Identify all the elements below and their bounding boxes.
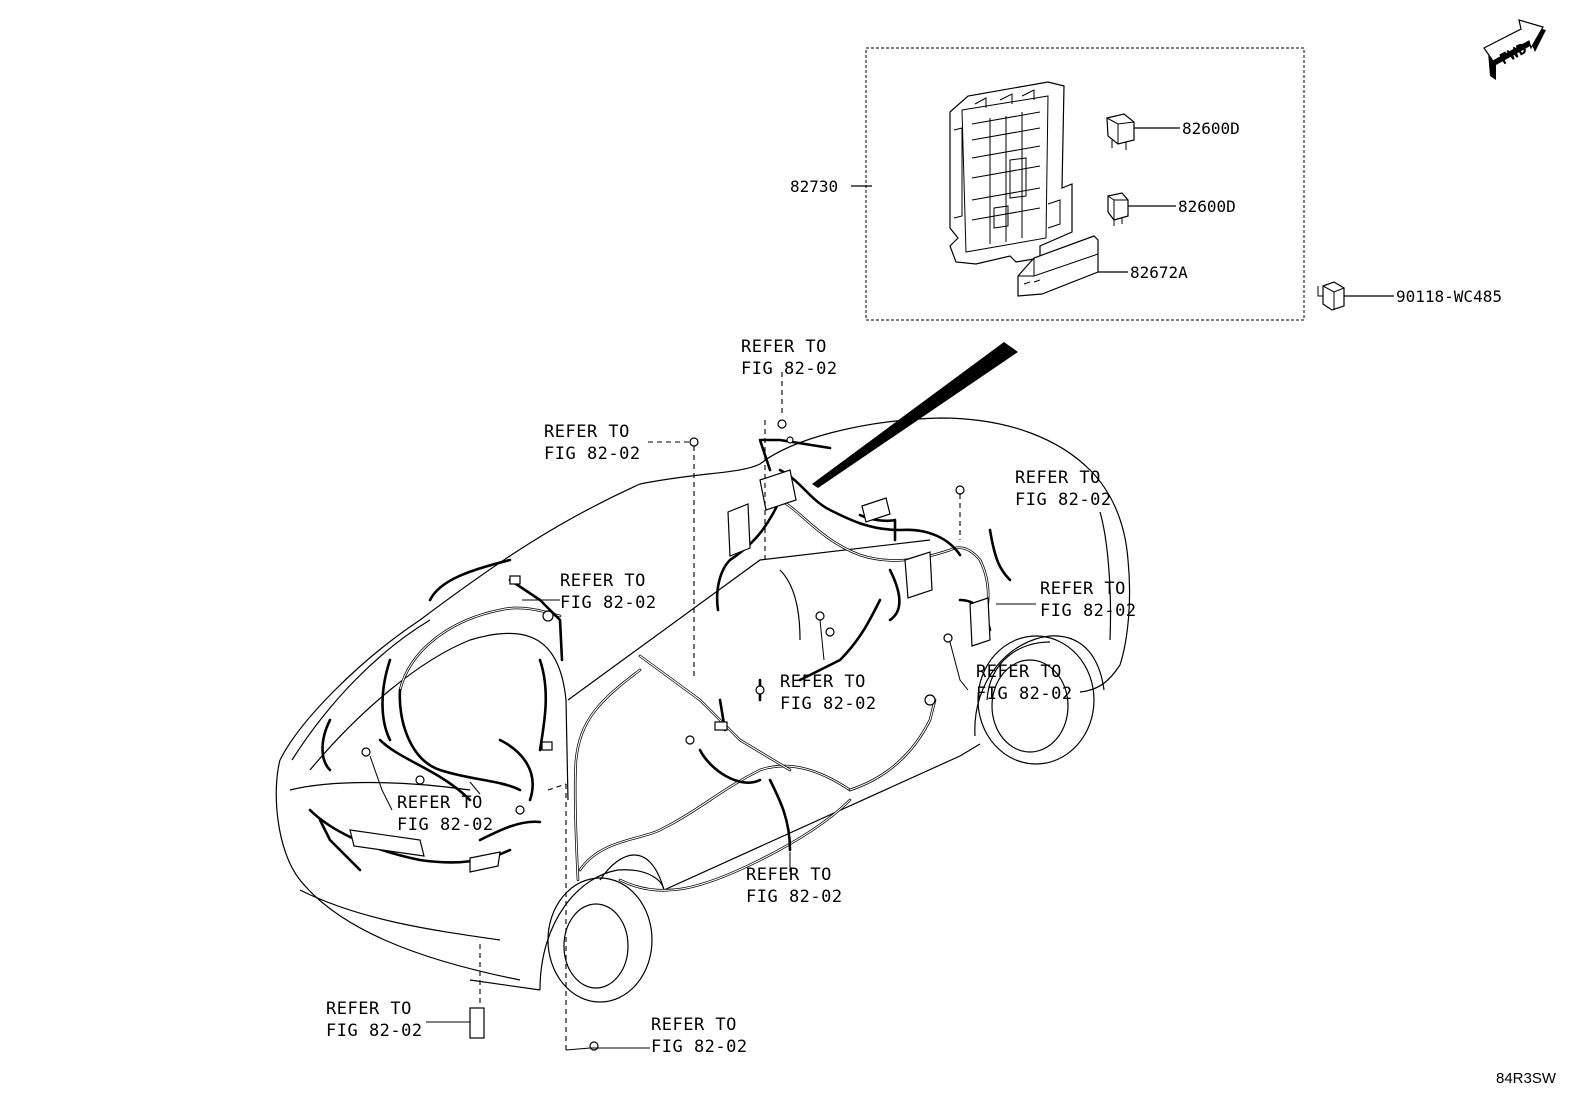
clip-90118-icon	[1317, 281, 1345, 311]
refer-line1: REFER TO	[326, 999, 412, 1019]
diagram-code: 84R3SW	[1496, 1070, 1557, 1087]
refer-line2: FIG 82-02	[651, 1037, 748, 1057]
part-label-90118-wc485: 90118-WC485	[1396, 287, 1502, 306]
refer-note-7: REFER TO FIG 82-02	[780, 672, 877, 714]
refer-line1: REFER TO	[741, 337, 827, 357]
refer-line2: FIG 82-02	[1015, 490, 1112, 510]
refer-line2: FIG 82-02	[544, 444, 641, 464]
callout-pointer	[812, 342, 1018, 488]
junction-block-82730	[949, 81, 1073, 265]
refer-line1: REFER TO	[976, 662, 1062, 682]
refer-line1: REFER TO	[560, 571, 646, 591]
refer-line2: FIG 82-02	[560, 593, 657, 613]
relay-bottom-icon	[1107, 192, 1129, 226]
part-label-82730: 82730	[790, 177, 838, 196]
vehicle-body-outline	[275, 417, 1131, 1003]
refer-note-11: REFER TO FIG 82-02	[651, 1015, 748, 1057]
fwd-arrow-icon: FWD	[1483, 19, 1546, 80]
refer-note-2: REFER TO FIG 82-02	[544, 422, 641, 464]
refer-line1: REFER TO	[746, 865, 832, 885]
part-label-82600d-top: 82600D	[1182, 119, 1240, 138]
part-label-82600d-bottom: 82600D	[1178, 197, 1236, 216]
refer-line2: FIG 82-02	[1040, 601, 1137, 621]
refer-line1: REFER TO	[1015, 468, 1101, 488]
wire-harness	[308, 436, 1012, 892]
refer-line2: FIG 82-02	[326, 1021, 423, 1041]
refer-note-3: REFER TO FIG 82-02	[1015, 468, 1112, 510]
refer-line1: REFER TO	[544, 422, 630, 442]
refer-note-8: REFER TO FIG 82-02	[397, 793, 494, 835]
part-label-82672a: 82672A	[1130, 263, 1188, 282]
refer-line1: REFER TO	[1040, 579, 1126, 599]
refer-note-6: REFER TO FIG 82-02	[976, 662, 1073, 704]
refer-note-9: REFER TO FIG 82-02	[746, 865, 843, 907]
refer-line2: FIG 82-02	[397, 815, 494, 835]
refer-line2: FIG 82-02	[976, 684, 1073, 704]
refer-line1: REFER TO	[780, 672, 866, 692]
refer-note-10: REFER TO FIG 82-02	[326, 999, 423, 1041]
inset-box	[865, 47, 1305, 321]
refer-note-4: REFER TO FIG 82-02	[560, 571, 657, 613]
fuse-cover-icon	[1017, 235, 1099, 297]
refer-line1: REFER TO	[651, 1015, 737, 1035]
refer-line2: FIG 82-02	[741, 359, 838, 379]
refer-line2: FIG 82-02	[746, 887, 843, 907]
refer-line2: FIG 82-02	[780, 694, 877, 714]
refer-note-5: REFER TO FIG 82-02	[1040, 579, 1137, 621]
refer-line1: REFER TO	[397, 793, 483, 813]
reference-leaders	[361, 372, 1036, 1051]
refer-note-1: REFER TO FIG 82-02	[741, 337, 838, 379]
relay-top-icon	[1106, 113, 1135, 150]
